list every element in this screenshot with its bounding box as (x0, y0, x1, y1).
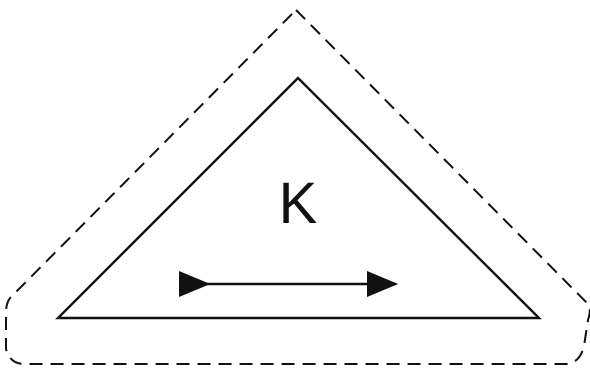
inner-triangle (55, 76, 542, 320)
k-label: K (279, 171, 318, 236)
